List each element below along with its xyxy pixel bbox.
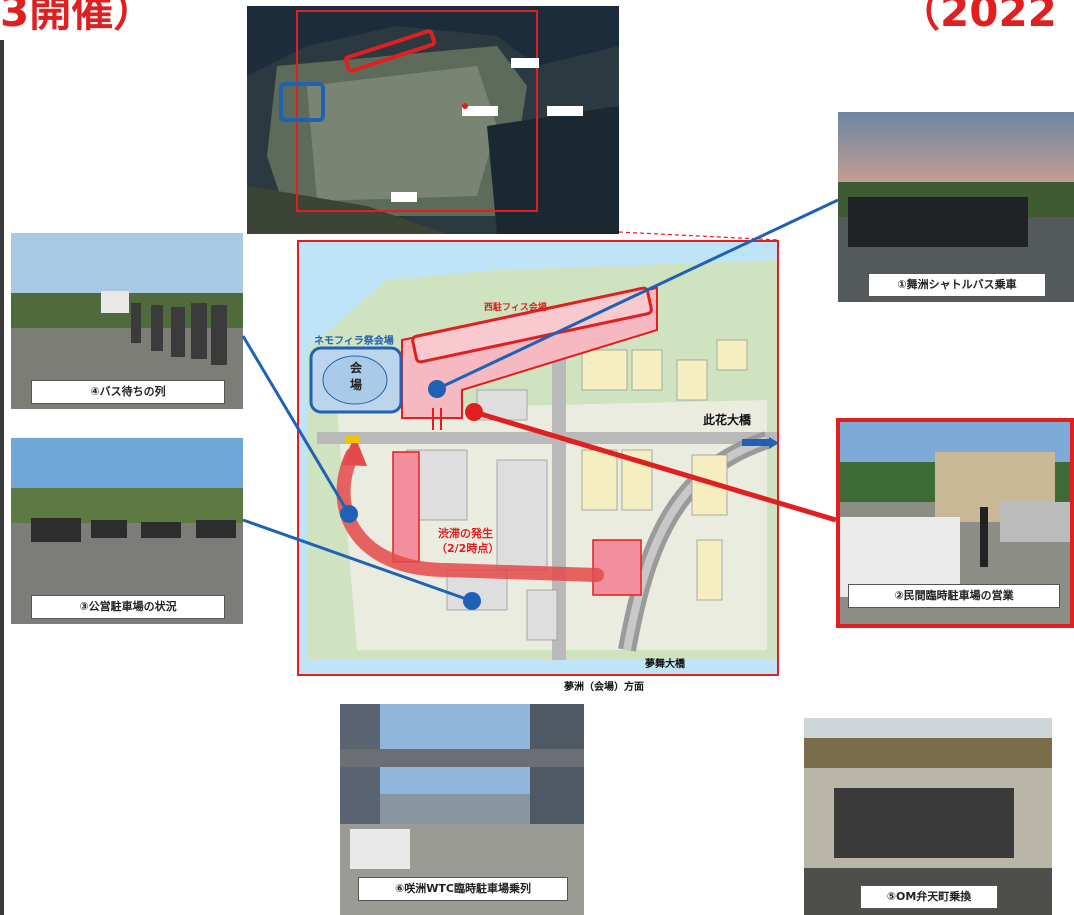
yumemai-bridge-label: 夢舞大橋 — [645, 659, 685, 670]
photo-shuttle-bus: ①舞洲シャトルバス乗車 — [838, 112, 1074, 302]
photo-caption-bus-queue: ④バス待ちの列 — [31, 380, 225, 404]
photo-wtc-parking: ⑥咲洲WTC臨時駐車場乗列 — [340, 704, 584, 915]
congestion-label-2: （2/2時点） — [436, 542, 500, 555]
marker-bus-queue — [340, 505, 358, 523]
marker-shuttle-bus — [428, 380, 446, 398]
venue-label: ネモフィラ祭会場 — [314, 336, 394, 347]
connector-bus-queue — [241, 335, 351, 515]
photo-caption-private-parking: ②民間臨時駐車場の営業 — [848, 584, 1060, 608]
connector-private-parking — [473, 409, 837, 523]
photo-bus-queue: ④バス待ちの列 — [11, 233, 243, 409]
photo-caption-wtc-parking: ⑥咲洲WTC臨時駐車場乗列 — [358, 877, 568, 901]
zoom-guide-line — [618, 231, 780, 241]
area-map — [297, 240, 779, 676]
photo-private-parking: ②民間臨時駐車場の営業 — [836, 418, 1074, 628]
photo-caption-bentencho: ⑤OM弁天町乗換 — [860, 885, 998, 909]
konohana-bridge-label: 此花大橋 — [703, 413, 752, 427]
venue-text-1: 会 — [350, 361, 363, 375]
connector-shuttle-bus — [436, 198, 839, 391]
panel-border — [0, 40, 4, 915]
marker-public-parking — [463, 592, 481, 610]
direction-label: 夢洲（会場）方面 — [564, 682, 644, 693]
satellite-overview-image — [247, 6, 619, 234]
shuttle-area-label: 西駐フィス会場 — [484, 303, 547, 313]
header-left-title: 3開催） — [0, 0, 156, 36]
connector-public-parking — [242, 518, 473, 603]
marker-private-parking — [465, 403, 483, 421]
venue-text-2: 場 — [350, 378, 363, 392]
header-right-title: （2022 — [898, 0, 1057, 36]
photo-caption-public-parking: ③公営駐車場の状況 — [31, 595, 225, 619]
congestion-label-1: 渋滞の発生 — [438, 527, 493, 540]
photo-public-parking: ③公営駐車場の状況 — [11, 438, 243, 624]
photo-caption-shuttle-bus: ①舞洲シャトルバス乗車 — [868, 273, 1046, 297]
photo-bentencho-transfer: ⑤OM弁天町乗換 — [804, 718, 1052, 915]
